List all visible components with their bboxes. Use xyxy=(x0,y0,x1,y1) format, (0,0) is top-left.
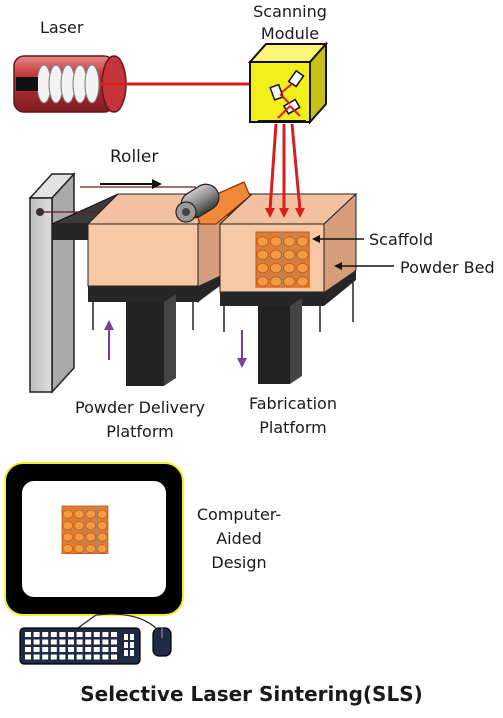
keyboard-key xyxy=(130,650,134,656)
roller xyxy=(175,181,251,225)
machine-frame xyxy=(28,172,76,394)
keyboard-key xyxy=(42,639,49,645)
keyboard-key xyxy=(85,647,92,652)
keyboard-key xyxy=(130,634,134,640)
keyboard-key xyxy=(93,654,100,660)
keyboard-key xyxy=(93,632,100,637)
keyboard-key xyxy=(59,654,66,660)
keyboard xyxy=(19,627,141,665)
powder-bed-label: Powder Bed xyxy=(400,258,495,277)
diagram-title: Selective Laser Sintering(SLS) xyxy=(80,682,423,706)
keyboard-key xyxy=(68,639,74,645)
scanning-module-label-line2: Module xyxy=(260,24,320,43)
keyboard-key xyxy=(76,632,83,637)
computer-monitor xyxy=(4,462,184,616)
fabrication-down-arrow xyxy=(237,330,247,368)
keyboard-key xyxy=(59,647,66,652)
cad-label-line3: Design xyxy=(211,553,267,572)
keyboard-key xyxy=(42,647,49,652)
keyboard-key xyxy=(42,654,49,660)
powder-delivery-up-arrow xyxy=(104,320,114,360)
keyboard-key xyxy=(130,642,134,648)
scanning-module xyxy=(247,41,329,125)
cad-label-line2: Aided xyxy=(216,529,262,548)
keyboard-key xyxy=(33,654,40,660)
keyboard-key xyxy=(42,632,49,637)
keyboard-key xyxy=(68,647,74,652)
keyboard-key xyxy=(50,647,57,652)
keyboard-key xyxy=(124,634,128,640)
keyboard-key xyxy=(68,654,74,660)
keyboard-key xyxy=(25,647,31,652)
keyboard-key xyxy=(33,647,40,652)
keyboard-key xyxy=(50,654,57,660)
scaffold-in-bed xyxy=(255,231,310,288)
keyboard-key xyxy=(76,647,83,652)
keyboard-key xyxy=(93,647,100,652)
keyboard-key xyxy=(102,654,109,660)
fabrication-chamber xyxy=(218,192,358,384)
fabrication-label-line1: Fabrication xyxy=(249,394,337,413)
cad-label-line1: Computer- xyxy=(196,505,282,524)
keyboard-key xyxy=(33,639,40,645)
keyboard-key xyxy=(33,632,40,637)
scaffold-label: Scaffold xyxy=(369,230,434,249)
scaffold-pointer xyxy=(312,235,364,243)
keyboard-key xyxy=(76,654,83,660)
fabrication-label-line2: Platform xyxy=(259,418,327,437)
keyboard-key xyxy=(25,632,31,637)
keyboard-key xyxy=(25,639,31,645)
powder-delivery-label-line2: Platform xyxy=(106,422,174,441)
powder-bed-pointer xyxy=(334,262,394,270)
keyboard-key xyxy=(102,632,109,637)
keyboard-key xyxy=(111,647,117,652)
roller-direction-arrow xyxy=(100,179,162,189)
keyboard-key xyxy=(85,639,92,645)
keyboard-key xyxy=(124,650,128,656)
keyboard-key xyxy=(50,639,57,645)
keyboard-key xyxy=(85,632,92,637)
keyboard-key xyxy=(59,632,66,637)
keyboard-key xyxy=(50,632,57,637)
keyboard-key xyxy=(111,639,117,645)
laser-label: Laser xyxy=(40,18,84,37)
keyboard-key xyxy=(111,654,117,660)
keyboard-key xyxy=(68,632,74,637)
keyboard-key xyxy=(59,639,66,645)
mouse xyxy=(152,627,172,657)
powder-delivery-label-line1: Powder Delivery xyxy=(74,398,206,417)
keyboard-key xyxy=(76,639,83,645)
laser-scan-beams xyxy=(268,123,302,211)
keyboard-key xyxy=(102,639,109,645)
keyboard-key xyxy=(111,632,117,637)
keyboard-key xyxy=(85,654,92,660)
scanning-module-label-line1: Scanning xyxy=(253,2,327,21)
keyboard-key xyxy=(25,654,31,660)
keyboard-key xyxy=(124,642,128,648)
keyboard-key xyxy=(93,639,100,645)
keyboard-key xyxy=(102,647,109,652)
roller-label: Roller xyxy=(110,147,159,167)
